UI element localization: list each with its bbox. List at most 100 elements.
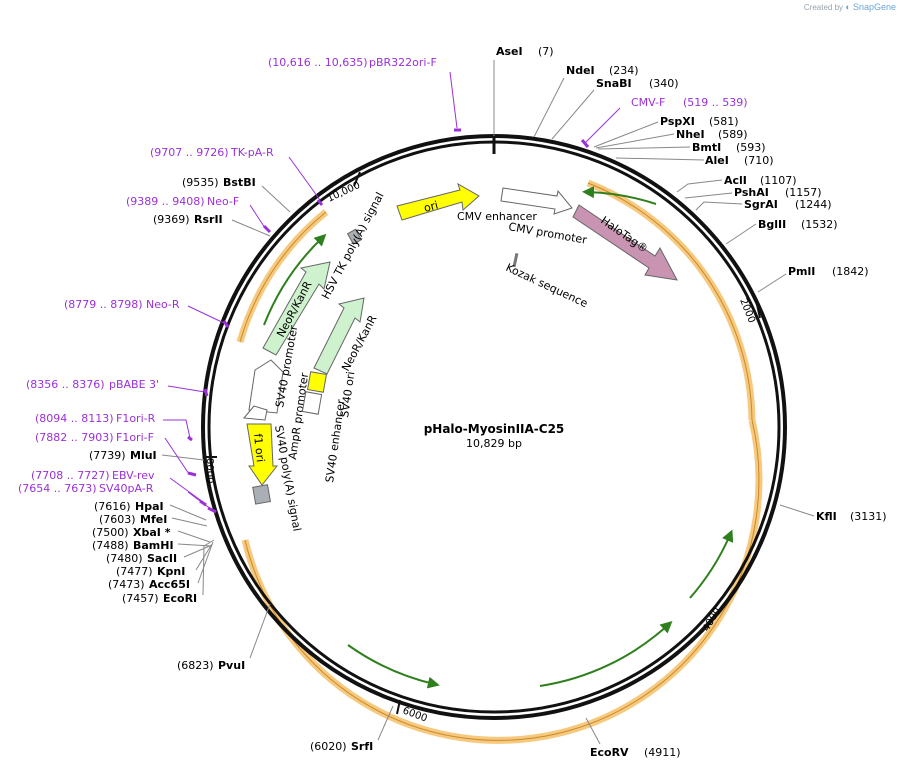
site-leader — [725, 223, 757, 245]
kozak-label: Kozak sequence — [504, 261, 590, 310]
site-name-sgrai: SgrAI — [744, 198, 778, 211]
site-name-bstbi: BstBI — [223, 176, 256, 189]
site-name-rsrii: RsrII — [194, 213, 223, 226]
site-pos-kpni: (7477) — [116, 565, 153, 578]
primer-range-ebv-rev: (7708 .. 7727) — [31, 469, 110, 482]
orf-band-myosin-edge — [244, 419, 760, 742]
site-pos-srfi: (6020) — [310, 740, 347, 753]
site-pos-pmli: (1842) — [832, 265, 869, 278]
cmv-promoter-label: CMV promoter — [507, 220, 588, 247]
primer-range-f1ori-r: (8094 .. 8113) — [35, 412, 114, 425]
site-leader — [779, 504, 815, 517]
cmv-enhancer-arrow — [500, 187, 573, 215]
site-pos-bstbi: (9535) — [182, 176, 219, 189]
site-name-kfli: KflI — [816, 510, 837, 523]
sv40-enhancer-label: SV40 enhancer — [323, 398, 348, 483]
hsv-tk-polya-mark — [346, 228, 363, 245]
primer-range-neo-r: (8779 .. 8798) — [64, 298, 143, 311]
primer-leader — [163, 419, 191, 439]
primers: (10,616 .. 10,635) pBR322ori-F (9707 .. … — [18, 56, 461, 514]
primer-name-sv40pa-r: SV40pA-R — [99, 482, 154, 495]
ori-feature-arrow — [396, 182, 480, 221]
site-pos-bglii: (1532) — [801, 218, 838, 231]
site-leader — [595, 133, 675, 149]
site-leader — [197, 541, 214, 584]
orf-arrow — [689, 529, 734, 599]
site-pos-pvui: (6823) — [177, 659, 214, 672]
sv40-polya-box — [252, 484, 272, 505]
orf-arrow — [263, 233, 327, 326]
site-leader — [695, 201, 743, 211]
site-leader — [261, 185, 291, 213]
site-pos-xbai: (7500) — [92, 526, 129, 539]
site-leader — [169, 504, 207, 521]
f1-ori-label: f1 ori — [251, 433, 267, 463]
site-leader — [615, 157, 705, 161]
site-name-pspxi: PspXI — [660, 115, 695, 128]
site-leader — [231, 219, 271, 237]
primer-range-pbabe3: (8356 .. 8376) — [26, 378, 105, 391]
primer-leader — [187, 491, 213, 511]
site-pos-mfei: (7603) — [99, 513, 136, 526]
site-name-hpai: HpaI — [135, 500, 164, 513]
site-name-acli: AclI — [724, 174, 747, 187]
hsv-tk-polya-label: HSV TK poly(A) signal — [319, 190, 386, 301]
site-name-kpni: KpnI — [157, 565, 185, 578]
primer-mark — [203, 388, 209, 397]
primer-name-neo-f: Neo-F — [207, 195, 239, 208]
site-pos-rsrii: (9369) — [153, 213, 190, 226]
site-pos-bamhi: (7488) — [92, 539, 129, 552]
site-pos-pshai: (1157) — [785, 186, 822, 199]
site-name-sacii: SacII — [147, 552, 177, 565]
primer-range-tk-pa-r: (9707 .. 9726) — [150, 146, 229, 159]
site-name-snabi: SnaBI — [596, 77, 632, 90]
sv40-enhancer-box — [301, 391, 323, 415]
site-leader — [177, 543, 212, 547]
plasmid-size: 10,829 bp — [466, 437, 522, 450]
site-name-alei: AleI — [705, 154, 729, 167]
primer-mark — [207, 506, 217, 514]
site-pos-snabi: (340) — [649, 77, 679, 90]
site-leader — [676, 179, 723, 193]
site-pos-ecorv: (4911) — [644, 746, 681, 759]
site-name-nhei: NheI — [676, 128, 705, 141]
site-pos-alei: (710) — [744, 154, 774, 167]
tick-label: 8000 — [204, 458, 215, 483]
primer-mark — [222, 320, 230, 328]
site-pos-mlui: (7739) — [89, 449, 126, 462]
site-pos-ecori: (7457) — [122, 592, 159, 605]
primer-leader — [164, 437, 190, 475]
site-name-bmti: BmtI — [692, 141, 721, 154]
site-leader — [585, 717, 601, 745]
tick-mark — [755, 299, 761, 319]
site-pos-kfli: (3131) — [850, 510, 887, 523]
primer-leader — [169, 477, 204, 503]
site-leader — [597, 146, 691, 150]
site-leader — [183, 544, 213, 558]
halotag-arrow — [572, 204, 678, 281]
site-name-ndei: NdeI — [566, 64, 595, 77]
ampr-promoter-arrow — [243, 405, 268, 421]
restriction-sites: AseI (7) NdeI (234) SnaBI (340) CMV-F (5… — [89, 45, 887, 759]
site-leader — [533, 77, 565, 138]
site-pos-asei: (7) — [538, 45, 554, 58]
orf-arrow — [582, 186, 657, 205]
primer-leader — [288, 156, 321, 201]
primer-range-cmv-f: (519 .. 539) — [683, 96, 748, 109]
site-pos-acc65i: (7473) — [108, 578, 145, 591]
neokanr-inner-arrow — [313, 297, 365, 375]
primer-leader — [449, 71, 458, 129]
site-leader — [171, 517, 208, 527]
primer-leader — [187, 305, 227, 325]
site-name-mfei: MfeI — [140, 513, 167, 526]
site-name-bglii: BglII — [758, 218, 786, 231]
tick-label: 2000 — [737, 297, 757, 325]
site-name-ecorv: EcoRV — [590, 746, 629, 759]
site-name-asei: AseI — [496, 45, 523, 58]
site-pos-hpai: (7616) — [94, 500, 131, 513]
site-name-pvui: PvuI — [218, 659, 245, 672]
primer-name-pbabe3: pBABE 3' — [109, 378, 159, 391]
orf-band-halotag-edge — [587, 182, 753, 421]
